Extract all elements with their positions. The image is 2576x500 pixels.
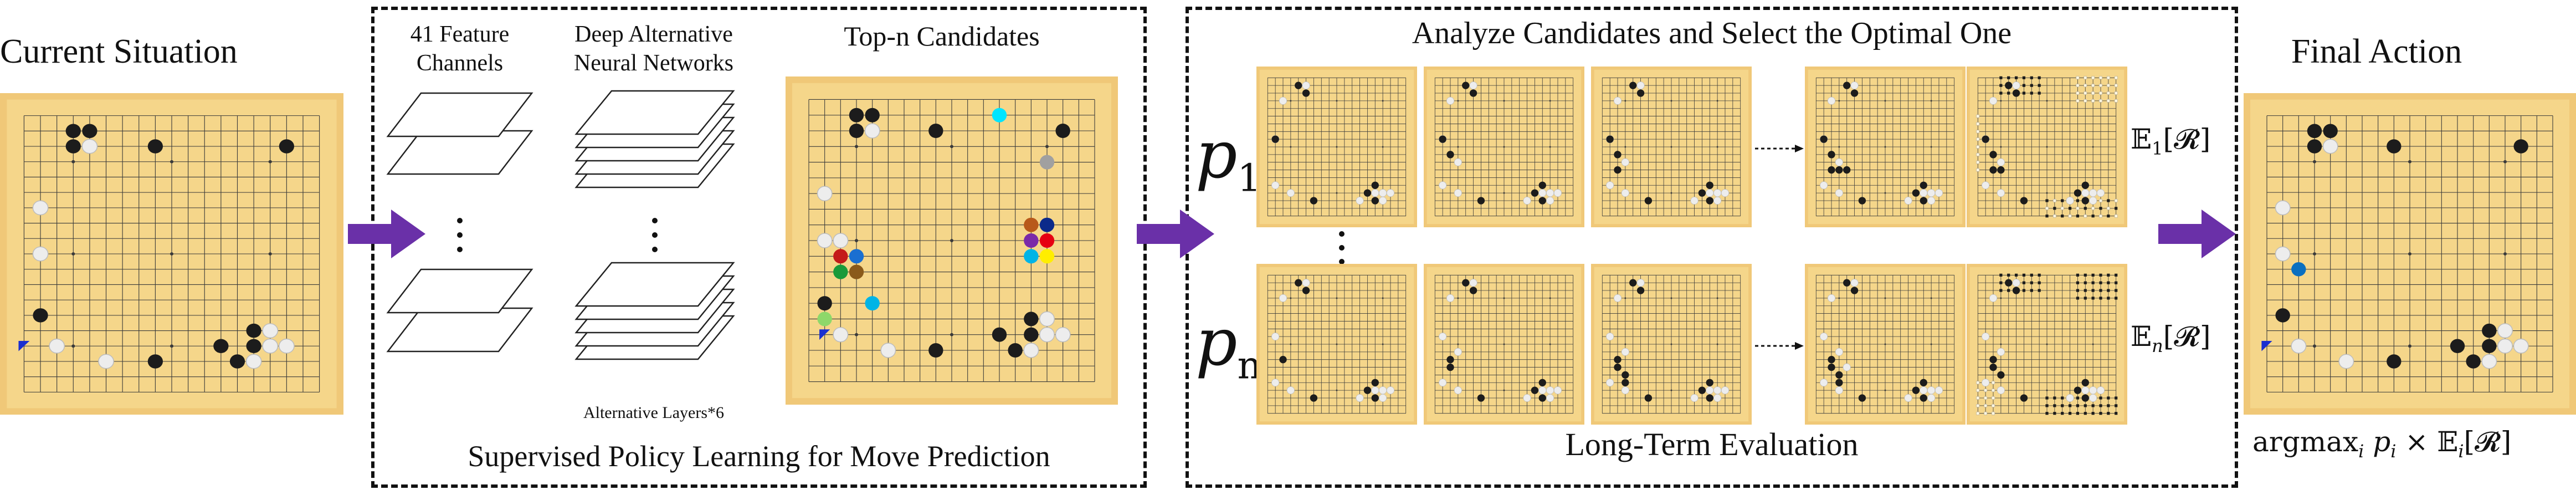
rollout-pn-dotted-arrow	[1755, 342, 1804, 350]
current-situation-title: Current Situation	[0, 33, 238, 70]
go-board-top-n-candidates	[786, 76, 1118, 405]
evaluation-title: Analyze Candidates and Select the Optima…	[1412, 16, 2012, 50]
candidate-pn-label: pn	[1195, 304, 1262, 388]
feature-channel-ellipsis	[457, 218, 463, 252]
go-board-rollout-pn-step3	[1591, 264, 1752, 425]
candidate-p1-label: p1	[1195, 116, 1261, 201]
rollout-p1-dotted-arrow	[1755, 145, 1804, 152]
go-board-rollout-p1-step2	[1424, 67, 1584, 227]
feature-channels-label: 41 Feature Channels	[410, 22, 510, 76]
arrow-to-final	[2158, 210, 2236, 258]
go-board-rollout-pn-final	[1967, 264, 2127, 425]
go-board-rollout-p1-step1	[1256, 67, 1417, 227]
go-board-rollout-p1-step3	[1591, 67, 1752, 227]
arrow-to-evaluation	[1137, 210, 1214, 258]
go-board-rollout-pn-step1	[1256, 264, 1417, 425]
top-n-candidates-label: Top-n Candidates	[844, 21, 1040, 52]
policy-learning-box	[371, 7, 1147, 488]
feature-channel-planes	[386, 92, 533, 353]
go-board-rollout-pn-step2	[1424, 264, 1584, 425]
candidate-rows-ellipsis	[1339, 231, 1345, 264]
final-action-formula: argmaxi pi × 𝔼i[𝓡]	[2252, 426, 2512, 462]
arrow-to-policy	[348, 210, 425, 258]
go-board-rollout-pn-step4	[1805, 264, 1966, 425]
expectation-en-label: 𝔼n[𝓡]	[2131, 320, 2211, 356]
go-board-final-action	[2244, 93, 2576, 415]
go-board-rollout-p1-final	[1967, 67, 2127, 227]
long-term-evaluation-caption: Long-Term Evaluation	[1565, 426, 1859, 462]
neural-networks-label: Deep Alternative Neural Networks	[573, 22, 734, 76]
final-action-title: Final Action	[2291, 33, 2462, 70]
neural-network-layers	[574, 90, 735, 360]
expectation-e1-label: 𝔼1[𝓡]	[2131, 123, 2211, 159]
go-board-current	[0, 93, 343, 415]
policy-learning-caption: Supervised Policy Learning for Move Pred…	[468, 440, 1050, 473]
alternative-layers-label: Alternative Layers*6	[583, 404, 725, 422]
network-layers-ellipsis	[652, 218, 658, 252]
go-board-rollout-p1-step4	[1805, 67, 1966, 227]
